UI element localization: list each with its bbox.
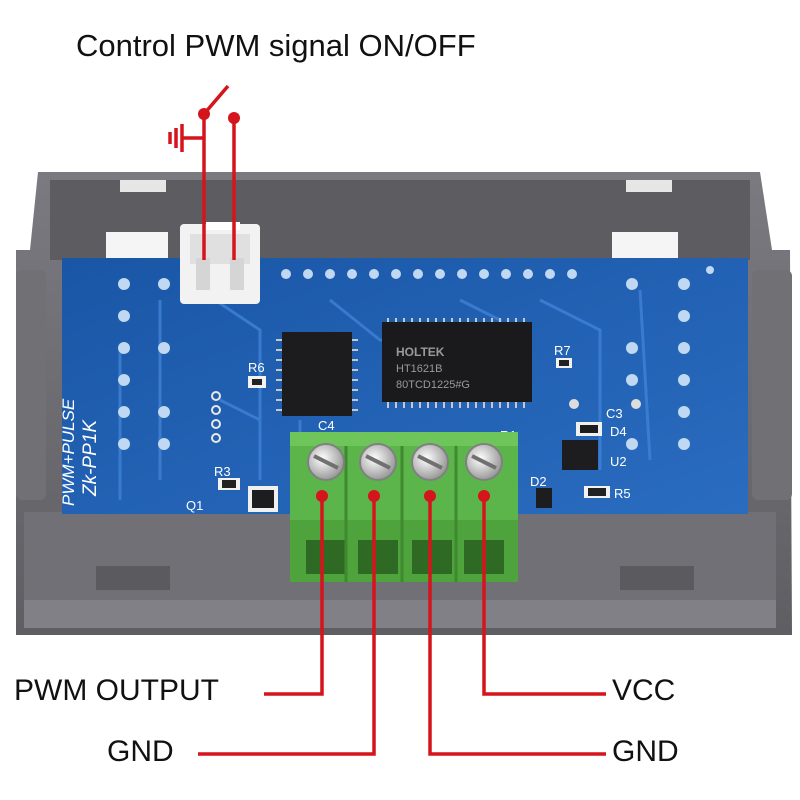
gnd-left-wire <box>198 496 376 756</box>
via-column <box>211 391 221 443</box>
ref-q1: Q1 <box>186 498 203 513</box>
ref-u2: U2 <box>610 454 627 469</box>
header-pins-left <box>118 278 170 450</box>
terminal-block <box>290 432 518 582</box>
switch-connector <box>180 222 260 304</box>
annotation-wires <box>168 84 606 756</box>
pwm-output-label: PWM OUTPUT <box>14 674 219 707</box>
switch-lever <box>202 84 230 116</box>
vcc-label: VCC <box>612 674 676 707</box>
annotation-dots <box>198 108 490 502</box>
ref-r7: R7 <box>554 343 571 358</box>
small-ic <box>276 332 358 416</box>
gnd-left-label: GND <box>107 735 174 768</box>
chip-code-text: 80TCD1225#G <box>396 379 470 391</box>
ref-d2: D2 <box>530 474 547 489</box>
ref-c4: C4 <box>318 418 335 433</box>
ref-c3: C3 <box>606 406 623 421</box>
board-model-text: Zk-PP1K <box>80 419 101 497</box>
holtek-ic: HOLTEK HT1621B 80TCD1225#G <box>382 318 532 408</box>
vcc-wire <box>482 496 606 696</box>
pwm-output-wire <box>264 496 324 696</box>
board-model-group: Zk-PP1K <box>80 419 101 497</box>
gnd-right-label: GND <box>612 735 679 768</box>
board-function-text: PWM+PULSE <box>59 398 78 506</box>
ref-r6: R6 <box>248 360 265 375</box>
board-function-group: PWM+PULSE <box>59 398 78 506</box>
ref-d4: D4 <box>610 424 627 439</box>
chip-brand-text: HOLTEK <box>396 345 445 359</box>
header-pins-right <box>626 266 714 450</box>
chip-part-text: HT1621B <box>396 363 442 375</box>
smd-components <box>218 358 641 512</box>
switch-control-label: Control PWM signal ON/OFF <box>76 28 476 63</box>
ref-r3: R3 <box>214 464 231 479</box>
gnd-right-wire <box>428 496 606 756</box>
ref-r5: R5 <box>614 486 631 501</box>
terminal-screws <box>307 443 503 481</box>
header-pins-top <box>281 269 577 279</box>
